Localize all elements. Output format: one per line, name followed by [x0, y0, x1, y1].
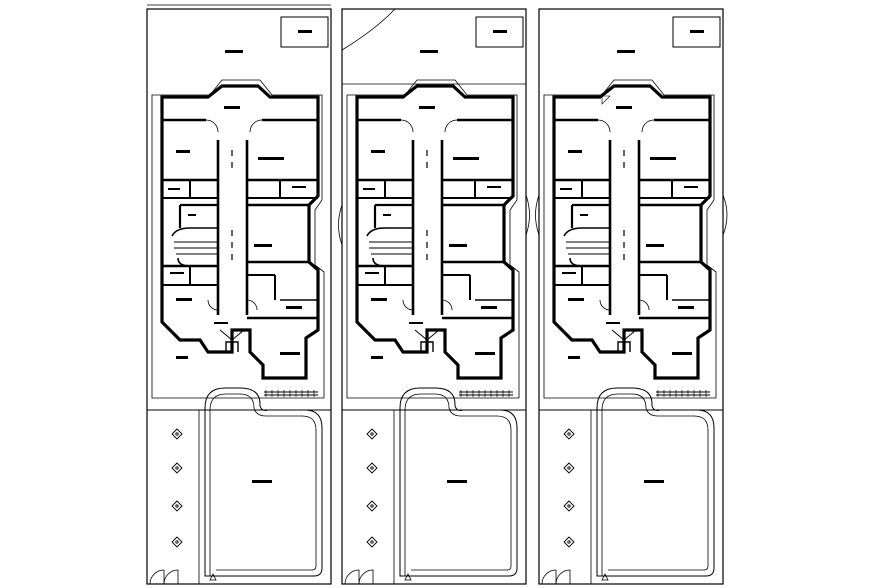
- floor-plan-1: [145, 4, 333, 586]
- floor-plan-3: [535, 7, 728, 586]
- floor-plan-2: [338, 7, 530, 586]
